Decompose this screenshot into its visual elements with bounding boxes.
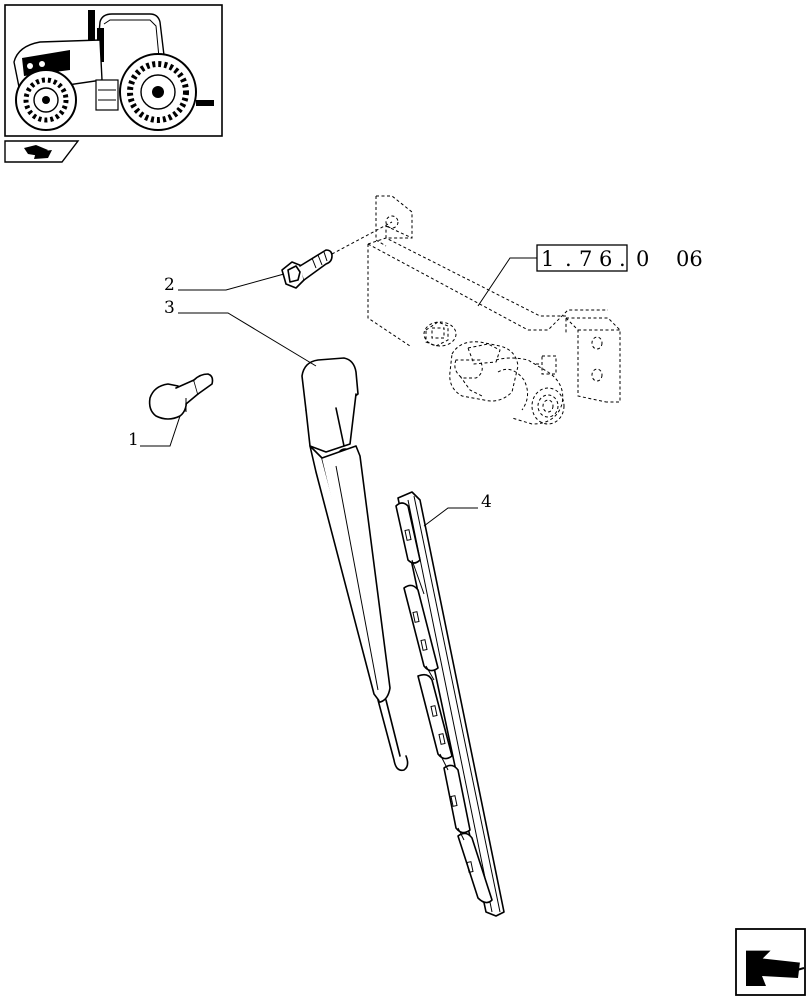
callout-label-2: 2 <box>164 275 175 295</box>
ref-digit-3: 6 <box>599 247 612 271</box>
next-page-button[interactable] <box>735 928 806 996</box>
part-wiper-arm[interactable] <box>301 357 409 772</box>
tractor-icon <box>13 10 214 131</box>
next-page-arrow-icon <box>746 949 805 986</box>
part-bolt[interactable] <box>281 221 393 289</box>
svg-text:.: . <box>565 247 572 271</box>
part-washer-nozzle[interactable] <box>148 373 214 420</box>
callout-1[interactable]: 1 <box>128 415 181 450</box>
callout-label-1: 1 <box>128 430 139 450</box>
callout-2[interactable]: 2 <box>164 273 285 295</box>
ref-digit-2: 7 <box>579 247 592 271</box>
callout-label-4: 4 <box>481 492 492 512</box>
callout-4[interactable]: 4 <box>423 492 492 527</box>
callout-label-3: 3 <box>164 298 175 318</box>
book-section-icon <box>24 145 52 159</box>
part-wiper-blade[interactable] <box>395 491 505 917</box>
ref-suffix-a: 0 <box>636 247 649 271</box>
tractor-thumbnail[interactable] <box>4 4 223 137</box>
section-tab[interactable] <box>4 140 80 163</box>
motor-bracket-assembly <box>367 195 621 425</box>
svg-text:.: . <box>619 247 626 271</box>
reference-label[interactable]: 1 . 7 6 . 0 06 <box>477 244 703 307</box>
ref-digit-1: 1 <box>541 247 554 271</box>
ref-suffix-b: 06 <box>676 247 703 271</box>
callout-3[interactable]: 3 <box>164 298 317 367</box>
